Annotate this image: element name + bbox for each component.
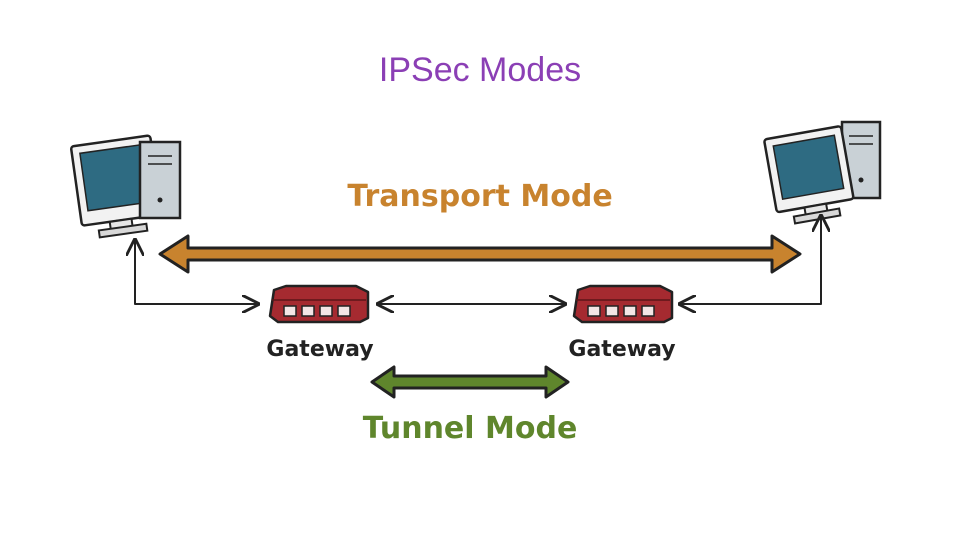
transport-mode-arrow [158,234,802,274]
left-gateway-label: Gateway [266,337,373,362]
slide-title: IPSec Modes [378,51,582,89]
right-connector-arrow [680,216,821,304]
tunnel-mode-label: Tunnel Mode [363,411,578,446]
left-connector-arrow [135,240,258,304]
left-gateway-icon [268,284,370,324]
left-computer-icon [69,134,182,239]
transport-mode-label: Transport Mode [347,179,612,214]
right-gateway-label: Gateway [568,337,675,362]
tunnel-mode-arrow [370,365,570,399]
right-gateway-icon [572,284,674,324]
right-computer-icon [763,120,882,225]
